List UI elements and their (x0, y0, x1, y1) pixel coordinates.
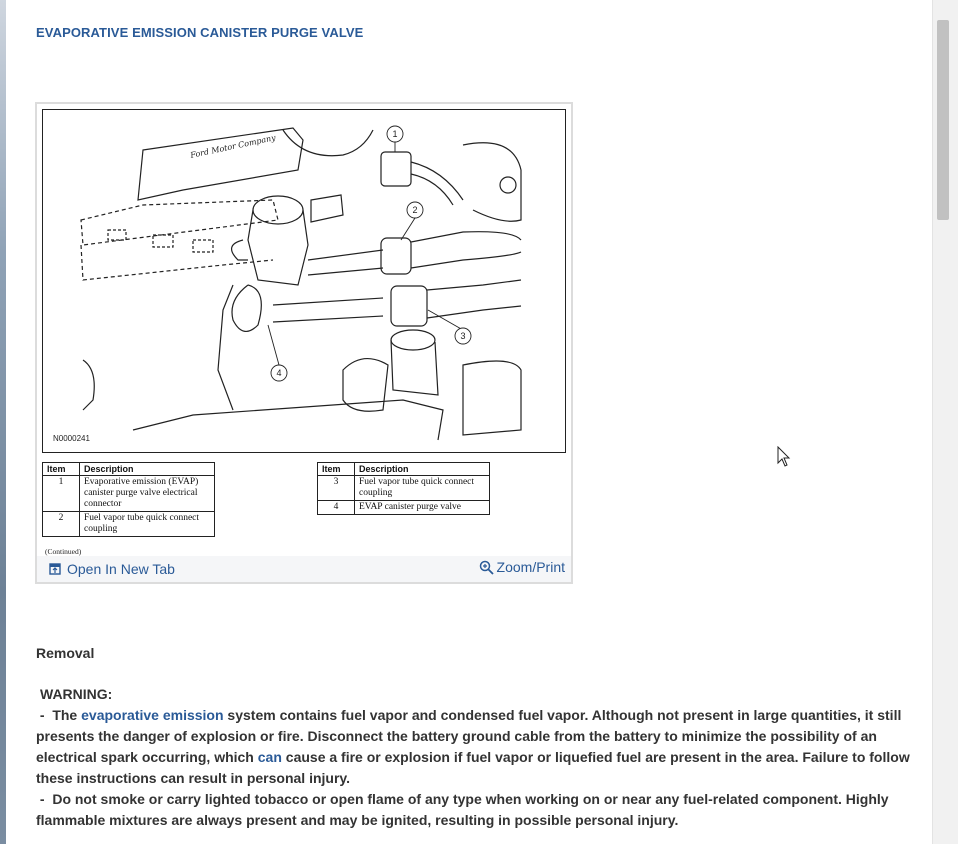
item-description: Evaporative emission (EVAP) canister pur… (79, 475, 215, 512)
item-description: EVAP canister purge valve (354, 500, 490, 515)
diagram-image: Ford Motor Company 1 2 3 4 (42, 109, 566, 453)
zoom-in-icon (479, 560, 494, 575)
item-number: 1 (42, 475, 80, 512)
column-header-item: Item (42, 462, 80, 476)
column-header-description: Description (354, 462, 490, 476)
callout-1 (386, 125, 404, 143)
item-number: 4 (317, 500, 355, 515)
item-number: 2 (42, 511, 80, 537)
callout-4-label: 4 (276, 368, 281, 378)
vertical-scrollbar[interactable] (932, 0, 958, 844)
callout-2-label: 2 (412, 205, 417, 215)
page-title: EVAPORATIVE EMISSION CANISTER PURGE VALV… (36, 25, 364, 40)
can-link[interactable]: can (257, 749, 282, 765)
evaporative-emission-link[interactable]: evaporative emission (81, 707, 224, 723)
open-tab-label: Open In New Tab (67, 561, 175, 577)
parts-table-right: Item Description 3 Fuel vapor tube quick… (317, 462, 490, 515)
warning-paragraph-1: - The evaporative emission system contai… (36, 705, 916, 789)
warning-1-prefix: - The (36, 707, 82, 723)
section-heading: Removal (36, 645, 95, 661)
main-content: EVAPORATIVE EMISSION CANISTER PURGE VALV… (6, 0, 932, 844)
callout-3-label: 3 (460, 331, 465, 341)
parts-table-left: Item Description 1 Evaporative emission … (42, 462, 215, 537)
continued-note: (Continued) (45, 547, 82, 556)
callout-2 (406, 201, 424, 219)
figure-id: N0000241 (53, 434, 90, 443)
scrollbar-thumb[interactable] (937, 20, 949, 220)
item-number: 3 (317, 475, 355, 501)
item-description: Fuel vapor tube quick connect coupling (354, 475, 490, 501)
figure-toolbar: Open In New Tab Zoom/Print (37, 556, 571, 582)
warning-label: WARNING: (40, 686, 113, 702)
table-row: 1 Evaporative emission (EVAP) canister p… (42, 475, 215, 512)
table-row: 4 EVAP canister purge valve (317, 500, 490, 515)
warning-paragraph-2: - Do not smoke or carry lighted tobacco … (36, 791, 893, 828)
mouse-cursor-icon (777, 446, 791, 467)
callout-3 (454, 327, 472, 345)
column-header-item: Item (317, 462, 355, 476)
column-header-description: Description (79, 462, 215, 476)
table-header-row: Item Description (42, 462, 215, 476)
item-description: Fuel vapor tube quick connect coupling (79, 511, 215, 537)
callout-1-label: 1 (392, 129, 397, 139)
zoom-print-label: Zoom/Print (496, 559, 565, 575)
valve-line-drawing: Ford Motor Company 1 2 3 4 (80, 125, 522, 441)
warning-1-text: system contains fuel vapor and condensed… (36, 707, 902, 765)
open-tab-icon (49, 563, 61, 575)
warning-1-end: cause a fire or explosion if fuel vapor … (36, 749, 910, 786)
table-header-row: Item Description (317, 462, 490, 476)
zoom-print-link[interactable]: Zoom/Print (479, 559, 565, 575)
background-strip (0, 0, 6, 844)
table-row: 2 Fuel vapor tube quick connect coupling (42, 511, 215, 537)
callout-4 (270, 364, 288, 382)
figure-panel: Ford Motor Company 1 2 3 4 (35, 102, 573, 584)
table-row: 3 Fuel vapor tube quick connect coupling (317, 475, 490, 501)
open-in-new-tab-link[interactable]: Open In New Tab (49, 561, 175, 577)
